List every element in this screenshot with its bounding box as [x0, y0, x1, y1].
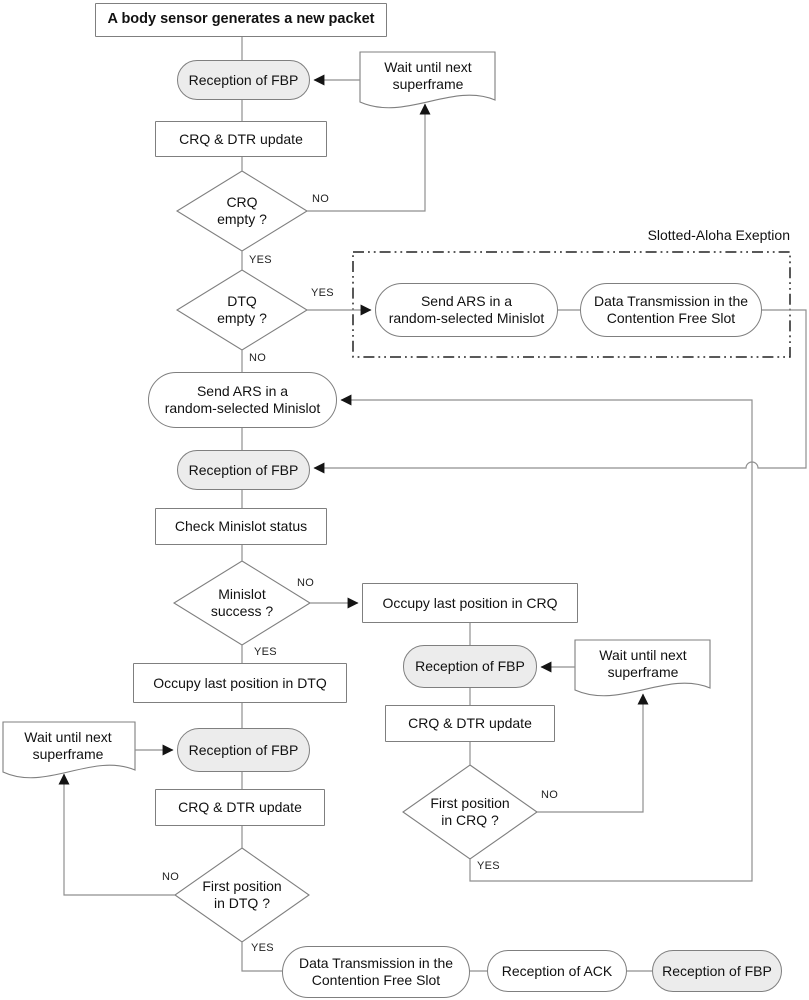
label-no-dtq-empty: NO [249, 352, 267, 364]
crq-dtr-update-3: CRQ & DTR update [155, 789, 325, 826]
exception-box [352, 251, 791, 358]
wave-superframe-2 [574, 639, 711, 697]
crq-dtr-update-1: CRQ & DTR update [155, 121, 327, 157]
reception-fbp-3: Reception of FBP [403, 645, 537, 688]
label-no-minislot: NO [297, 577, 315, 589]
label-no-first-crq: NO [541, 789, 559, 801]
exception-title: Slotted-Aloha Exeption [647, 227, 790, 243]
label-yes-minislot: YES [254, 646, 277, 658]
label-yes-dtq-empty: YES [311, 287, 334, 299]
send-ars-main: Send ARS in a random-selected Minislot [148, 372, 337, 428]
wait-superframe-3-label: Wait until next superframe [24, 729, 112, 762]
wait-superframe-1-label: Wait until next superframe [384, 59, 472, 92]
check-minislot-status: Check Minislot status [155, 508, 327, 545]
decision-first-dtq-label: First position in DTQ ? [202, 878, 282, 911]
label-yes-first-dtq: YES [251, 942, 274, 954]
reception-fbp-5: Reception of FBP [652, 950, 782, 992]
decision-dtq-empty-label: DTQ empty ? [217, 293, 267, 326]
crq-dtr-update-2: CRQ & DTR update [385, 705, 555, 742]
send-ars-exception: Send ARS in a random-selected Minislot [375, 283, 558, 337]
wait-superframe-2-label: Wait until next superframe [599, 647, 687, 680]
occupy-last-crq: Occupy last position in CRQ [362, 583, 578, 623]
reception-fbp-1: Reception of FBP [177, 60, 310, 100]
flow-arrows [58, 74, 807, 896]
decision-first-crq-label: First position in CRQ ? [430, 795, 510, 828]
wave-superframe-1 [359, 51, 496, 109]
label-yes-crq-empty: YES [249, 254, 272, 266]
decision-crq-empty-label: CRQ empty ? [217, 194, 267, 227]
label-no-first-dtq: NO [162, 871, 180, 883]
wave-superframe-3 [2, 721, 136, 779]
data-transmission-cfs: Data Transmission in the Contention Free… [282, 946, 470, 998]
start-node: A body sensor generates a new packet [95, 3, 387, 37]
reception-fbp-2: Reception of FBP [177, 450, 310, 490]
reception-ack: Reception of ACK [487, 950, 627, 992]
data-transmission-exception: Data Transmission in the Contention Free… [580, 283, 762, 337]
label-yes-first-crq: YES [477, 860, 500, 872]
occupy-last-dtq: Occupy last position in DTQ [133, 663, 347, 703]
decision-minislot-success-label: Minislot success ? [210, 586, 274, 619]
label-no-crq-empty: NO [312, 193, 330, 205]
reception-fbp-4: Reception of FBP [177, 728, 310, 772]
flow-connectors [241, 37, 652, 972]
